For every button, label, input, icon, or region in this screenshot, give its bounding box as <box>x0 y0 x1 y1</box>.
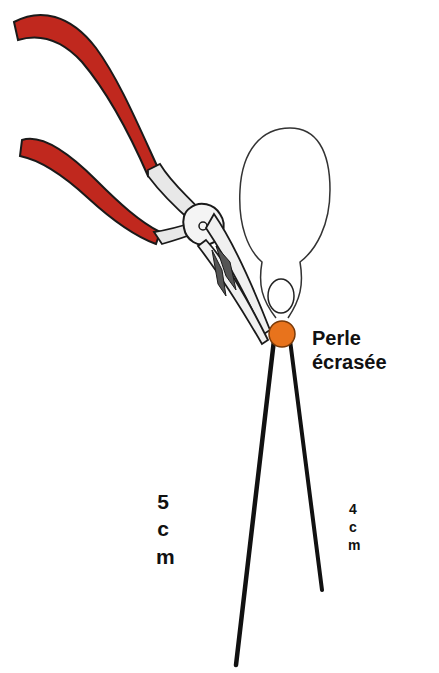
wire-right <box>290 340 322 590</box>
wire-left <box>236 340 274 665</box>
pliers-jaw-detail <box>212 250 226 296</box>
wire-eye <box>268 279 294 313</box>
part-label: Perle écrasée <box>312 326 432 374</box>
crimp-bead <box>269 321 295 347</box>
pliers-jaw <box>206 214 270 334</box>
pliers-jaw <box>198 240 268 344</box>
dimension-label: 5 cm <box>156 488 170 570</box>
pliers-handle <box>20 139 160 244</box>
dimension-label: 4 cm <box>348 500 358 555</box>
